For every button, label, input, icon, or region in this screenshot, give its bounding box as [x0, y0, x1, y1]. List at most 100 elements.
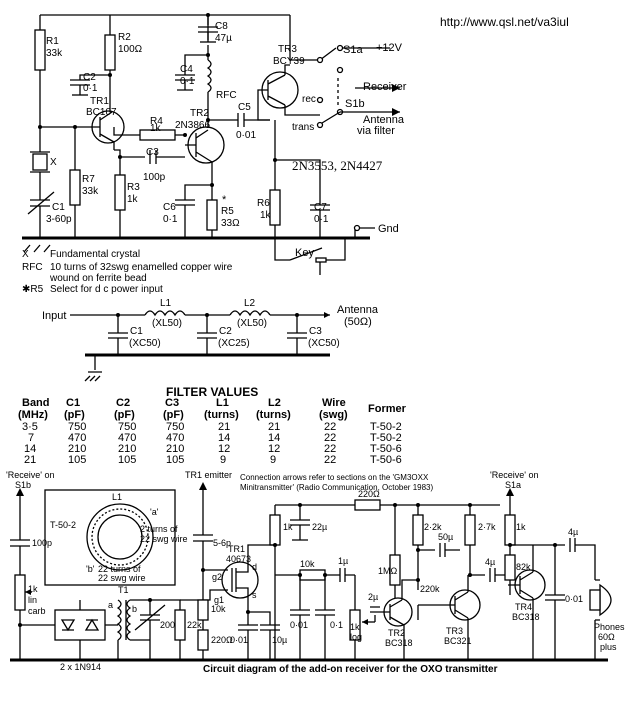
value-c7: 0·1	[314, 214, 329, 225]
rx-pot-lin: lin	[28, 595, 37, 605]
rx-qb: 'b'	[86, 564, 95, 574]
value-r1: 33k	[46, 48, 63, 59]
rx-turns2: 2 turns of	[140, 524, 178, 534]
table-row: 3·5 750 750 750 21 21 22 T-50-2	[22, 421, 402, 433]
cell-c3: 210	[166, 443, 184, 455]
rx-former: T-50-2	[50, 520, 76, 530]
rx-c1u-a: 1µ	[338, 556, 348, 566]
label-r3: R3	[127, 182, 140, 193]
cell-c2: 750	[118, 421, 136, 433]
rx-c4u-a: 4µ	[485, 557, 495, 567]
cell-c3: 470	[166, 432, 184, 444]
filter-c1-value: (XC50)	[129, 338, 161, 349]
table-row: 21 105 105 105 9 9 22 T-50-6	[24, 454, 402, 466]
rx-r220: 220Ω	[211, 635, 233, 645]
rx-r10k-b: 10k	[300, 559, 315, 569]
filter-l1: L1	[160, 298, 172, 309]
header-l1: L1	[216, 397, 229, 409]
receiver-circuit: 'Receive' on S1b 100p 1k lin carb L1 T-5…	[6, 470, 625, 675]
filter-c2-value: (XC25)	[218, 338, 250, 349]
table-title: FILTER VALUES	[166, 385, 258, 399]
cell-wire: 22	[324, 421, 336, 433]
cell-l1: 9	[220, 454, 226, 466]
rx-phones-plus: plus	[600, 642, 617, 652]
label-tr3: TR3	[278, 44, 297, 55]
rx-c56p: 5-6p	[213, 538, 231, 548]
rx-c001-a: 0·01	[230, 635, 248, 645]
plus-12v: +12V	[376, 42, 403, 54]
value-c1: 3-60p	[46, 214, 72, 225]
rx-c01: 0·1	[330, 620, 343, 630]
label-c8: C8	[215, 21, 228, 32]
cell-former: T-50-6	[370, 443, 402, 455]
label-r6: R6	[257, 198, 270, 209]
filter-c3-value: (XC50)	[308, 338, 340, 349]
cell-wire: 22	[324, 443, 336, 455]
cell-band: 21	[24, 454, 36, 466]
rx-log-label: log	[350, 632, 362, 642]
rx-tr3-type: BC321	[444, 636, 472, 646]
rx-d: d	[252, 562, 257, 572]
header-c1: C1	[66, 397, 80, 409]
header-former: Former	[368, 403, 407, 415]
rx-phones: Phones	[594, 622, 625, 632]
cell-band: 7	[28, 432, 34, 444]
alt-transistors: 2N3553, 2N4427	[292, 158, 383, 173]
rx-pot-carb: carb	[28, 606, 46, 616]
label-c6: C6	[163, 202, 176, 213]
rx-g2: g2	[212, 572, 222, 582]
trans-label: trans	[292, 122, 314, 133]
rx-s: s	[252, 590, 257, 600]
rx-c2u: 2µ	[368, 592, 378, 602]
cell-c1: 750	[68, 421, 86, 433]
value-c6: 0·1	[163, 214, 178, 225]
note-text-r5: Select for d c power input	[50, 284, 163, 295]
rx-l1: L1	[112, 492, 122, 502]
rx-r27k: 2·7k	[478, 522, 496, 532]
header-wire-unit: (swg)	[319, 409, 348, 421]
label-c1: C1	[52, 202, 65, 213]
rx-t1: T1	[118, 585, 129, 595]
filter-l1-value: (XL50)	[152, 318, 182, 329]
filter-input: Input	[42, 310, 66, 322]
value-r3: 1k	[127, 194, 139, 205]
label-r2: R2	[118, 32, 131, 43]
cell-l1: 21	[218, 421, 230, 433]
cell-c3: 105	[166, 454, 184, 466]
rx-diodes: 2 x 1N914	[60, 662, 101, 672]
cell-wire: 22	[324, 454, 336, 466]
cell-l1: 14	[218, 432, 230, 444]
note-text-rfc: 10 turns of 32swg enamelled copper wire	[50, 262, 233, 273]
label-c4: C4	[180, 64, 193, 75]
header-c3-unit: (pF)	[163, 409, 184, 421]
label-c5: C5	[238, 102, 251, 113]
rec-label: rec	[302, 94, 316, 105]
value-r4: 1k	[150, 123, 162, 134]
rx-tr1-type: 40673	[226, 554, 251, 564]
source-url: http://www.qsl.net/va3iul	[440, 15, 569, 29]
cell-l2: 9	[270, 454, 276, 466]
label-c7: C7	[314, 202, 327, 213]
rx-receive-s1a: 'Receive' on	[490, 470, 538, 480]
cell-band: 3·5	[22, 421, 38, 433]
rx-phones-ohms: 60Ω	[598, 632, 615, 642]
filter-l2: L2	[244, 298, 256, 309]
label-c2: C2	[83, 72, 96, 83]
rx-connection-note: Connection arrows refer to sections on t…	[240, 473, 429, 482]
label-r5: R5	[221, 206, 234, 217]
filter-c1: C1	[130, 326, 143, 337]
rx-r1m: 1MΩ	[378, 566, 398, 576]
cell-l1: 12	[218, 443, 230, 455]
r5-star: *	[222, 194, 227, 206]
header-c2-unit: (pF)	[114, 409, 135, 421]
label-x: X	[50, 157, 57, 168]
label-c3: C3	[146, 147, 159, 158]
rx-pot: 1k	[28, 584, 38, 594]
rx-s1b: S1b	[15, 480, 31, 490]
rx-turns2-wire: 22 swg wire	[140, 534, 188, 544]
cell-c3: 750	[166, 421, 184, 433]
rx-tr2-type: BC318	[385, 638, 413, 648]
cell-former: T-50-2	[370, 432, 402, 444]
